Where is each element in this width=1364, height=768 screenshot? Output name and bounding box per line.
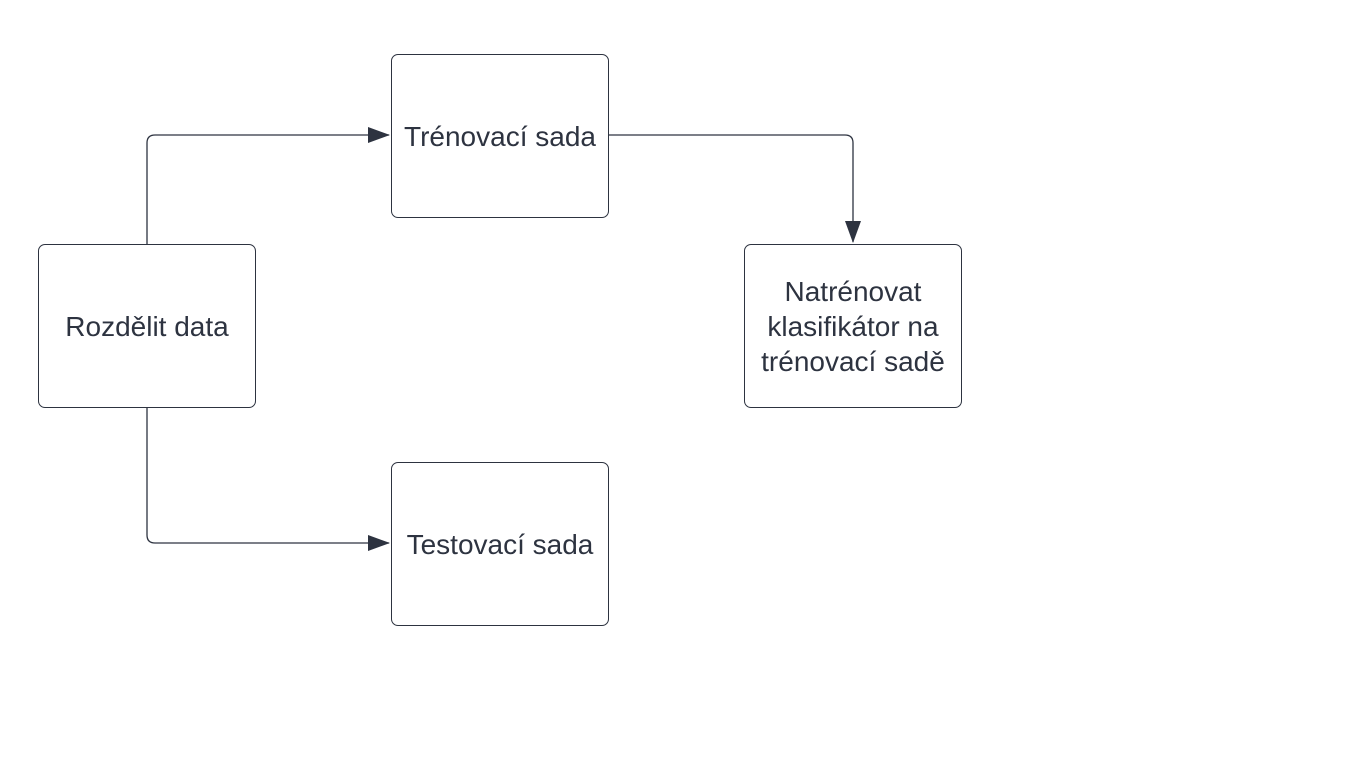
edge-train-to-fit (609, 134, 861, 243)
node-train-classifier[interactable]: Natrénovat klasifikátor na trénovací sad… (744, 244, 962, 408)
node-train-classifier-label: Natrénovat klasifikátor na trénovací sad… (761, 275, 945, 377)
node-test-set-label: Testovací sada (406, 528, 594, 560)
node-test-set[interactable]: Testovací sada (391, 462, 609, 626)
node-split-data[interactable]: Rozdělit data (38, 244, 256, 408)
node-training-set-label: Trénovací sada (404, 120, 596, 152)
edge-split-to-train (146, 127, 390, 244)
edge-split-to-test (146, 408, 390, 551)
node-training-set[interactable]: Trénovací sada (391, 54, 609, 218)
node-split-data-label: Rozdělit data (65, 310, 229, 342)
